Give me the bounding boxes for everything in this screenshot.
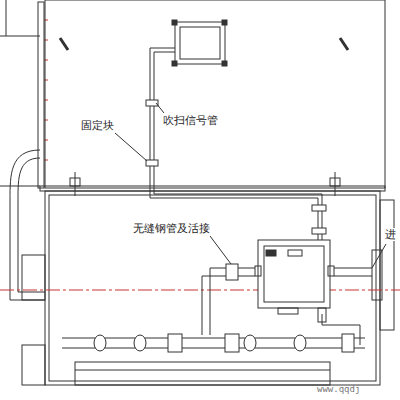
- signal-pipe: [154, 52, 322, 245]
- end-block: [22, 345, 45, 385]
- part-label: 吹扫信号管: [162, 114, 219, 127]
- flange: [38, 2, 44, 188]
- top-housing: [45, 0, 385, 188]
- part-label: 无缝钢管及活接: [132, 222, 211, 235]
- signal-pipe: [150, 48, 318, 245]
- part-label: 固定块: [80, 119, 115, 132]
- junction-box-inner: [180, 27, 220, 59]
- end-block: [22, 255, 45, 300]
- slot: [60, 38, 68, 50]
- union: [226, 264, 238, 280]
- part-label: 进: [384, 228, 397, 241]
- leader-lines: [115, 103, 386, 268]
- fixing-block: [146, 160, 158, 166]
- terminal-cover: [10, 150, 45, 300]
- base: [75, 362, 330, 385]
- mid-flange: [40, 186, 385, 191]
- junction-box: [175, 22, 225, 64]
- steel-pipe: [202, 276, 255, 335]
- bottom-pipe: [62, 338, 365, 339]
- center-line: [0, 290, 400, 291]
- slot: [340, 38, 348, 50]
- watermark: www.qqdj: [316, 384, 361, 395]
- frame-line: [6, 0, 7, 36]
- lower-body: [45, 191, 380, 385]
- frame-line: [0, 186, 40, 187]
- control-box: [258, 240, 330, 308]
- unions: [94, 334, 354, 352]
